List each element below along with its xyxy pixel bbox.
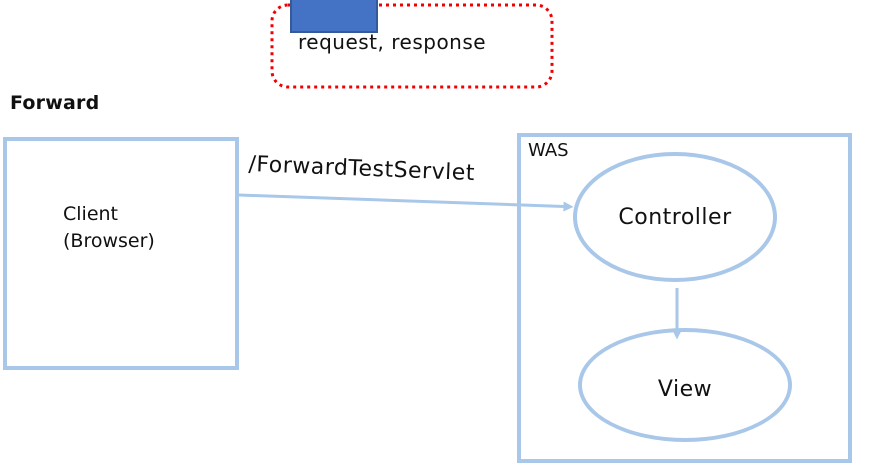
diagram-title: Forward [10,92,100,114]
view-node: View [578,328,792,442]
client-label-line2: (Browser) [63,230,155,252]
legend-label: request, response [298,30,487,54]
view-node-label: View [657,376,713,402]
client-box [3,137,239,370]
request-arrow-label: /ForwardTestServlet [247,152,476,187]
request-response-swatch [290,0,378,33]
client-box-label: Client (Browser) [63,201,155,255]
was-box-label: WAS [528,140,569,161]
controller-node: Controller [573,152,777,282]
controller-node-label: Controller [618,204,732,230]
client-to-controller-arrow [238,193,574,212]
client-label-line1: Client [63,203,119,225]
